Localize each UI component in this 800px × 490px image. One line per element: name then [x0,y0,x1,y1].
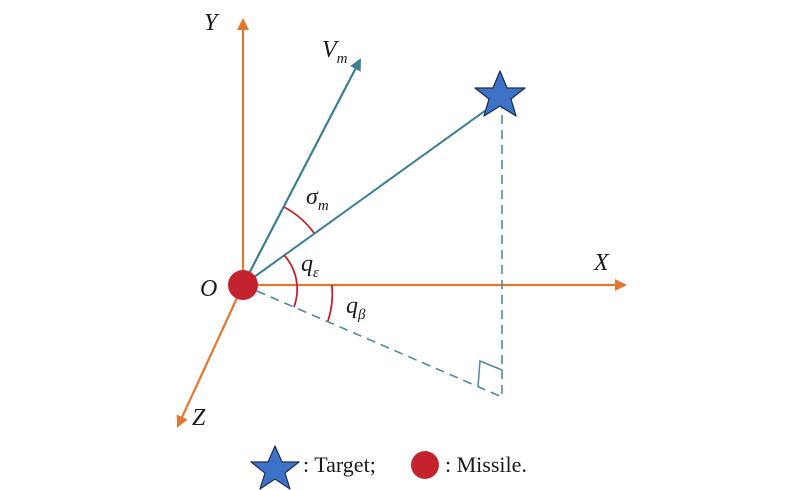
legend-star-icon [250,445,300,490]
z-axis-label: Z [192,405,206,431]
velocity-label-main: V [322,37,339,63]
q-epsilon-angle-label-sub: ε [313,265,319,281]
q-beta-angle-label-main: q [346,293,358,319]
sigma-angle-label-sub: m [318,198,329,214]
z-axis [176,284,244,428]
target-star-icon [474,70,526,117]
legend-missile-label: : Missile. [445,452,527,477]
sigma-angle-label-main: σ [306,184,319,210]
origin-label: O [200,276,217,302]
x-axis-label: X [593,250,610,276]
missile-marker [228,270,258,300]
sigma-angle-label: σm [306,184,329,214]
q-beta-angle-arc [327,284,334,322]
q-beta-angle-label: qβ [346,293,366,323]
legend: : Target; : Missile. [250,445,527,490]
velocity-label-sub: m [337,51,348,67]
right-angle-marker [477,359,503,388]
legend-circle-icon [411,451,439,479]
q-beta-angle-label-sub: β [357,307,366,323]
q-epsilon-angle-label-main: q [301,251,313,277]
ground-projection-line [242,284,503,398]
legend-target-label: : Target; [303,452,376,477]
q-epsilon-angle-arc [283,254,299,308]
velocity-vector [242,58,361,286]
y-axis-label: Y [204,10,220,36]
sigma-angle-arc [283,206,315,234]
line-of-sight [242,99,501,286]
q-epsilon-angle-label: qε [301,251,319,281]
velocity-label: Vm [322,37,348,67]
